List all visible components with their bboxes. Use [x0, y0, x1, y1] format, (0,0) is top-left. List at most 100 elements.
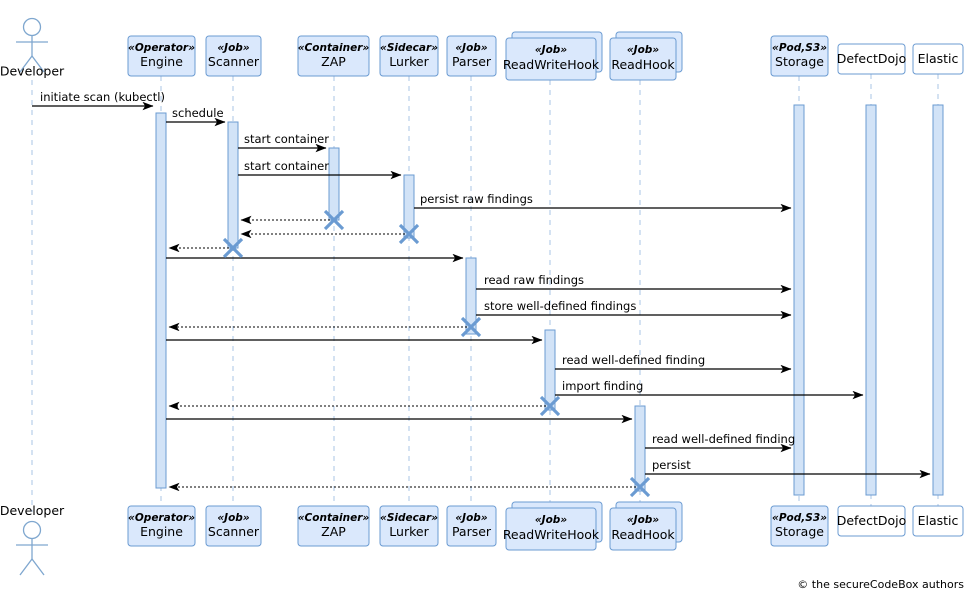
participant-readwritehook-top[interactable]: «Job» ReadWriteHook [503, 31, 603, 81]
participant-stereotype-engine-bottom: «Operator» [128, 512, 195, 524]
participant-storage-top[interactable]: «Pod,S3» Storage [770, 35, 829, 77]
participant-name-elastic-bottom: Elastic [918, 513, 959, 528]
messages: initiate scan (kubectl) schedule start c… [32, 90, 931, 492]
participant-stereotype-parser-top: «Job» [455, 42, 487, 54]
participant-elastic-top[interactable]: Elastic [912, 43, 964, 75]
participant-stereotype-readhook-bottom: «Job» [627, 514, 659, 526]
destroy-marker-scanner [222, 237, 244, 259]
participant-stereotype-lurker-top: «Sidecar» [380, 42, 438, 54]
participant-parser-bottom[interactable]: «Job» Parser [446, 505, 497, 547]
participant-lurker-bottom[interactable]: «Sidecar» Lurker [379, 505, 439, 547]
participant-parser-top[interactable]: «Job» Parser [446, 35, 497, 77]
message-label-initiate-scan: initiate scan (kubectl) [40, 90, 165, 104]
message-start-container-zap: start container [238, 132, 329, 153]
message-label-schedule: schedule [172, 106, 224, 120]
message-label-import-finding: import finding [562, 379, 643, 393]
participant-elastic-bottom[interactable]: Elastic [912, 505, 964, 537]
message-read-well-defined-finding-rh: read well-defined finding [645, 432, 795, 453]
participant-stereotype-readwritehook-bottom: «Job» [535, 514, 567, 526]
participant-stereotype-parser-bottom: «Job» [455, 512, 487, 524]
participant-name-readhook-bottom: ReadHook [611, 527, 675, 542]
activation-readhook [634, 405, 646, 492]
participant-name-readwritehook-top: ReadWriteHook [503, 57, 600, 72]
participant-stereotype-zap-top: «Container» [298, 42, 370, 54]
participant-name-zap-top: ZAP [321, 54, 346, 69]
participant-engine-top[interactable]: «Operator» Engine [127, 35, 196, 77]
participant-stereotype-zap-bottom: «Container» [298, 512, 370, 524]
participant-stereotype-lurker-bottom: «Sidecar» [380, 512, 438, 524]
participant-stereotype-storage-top: «Pod,S3» [772, 42, 827, 54]
message-label-persist-raw-findings: persist raw findings [420, 192, 533, 206]
participant-readwritehook-bottom[interactable]: «Job» ReadWriteHook [503, 501, 603, 551]
destroy-marker-zap [323, 209, 345, 231]
participant-name-zap-bottom: ZAP [321, 524, 346, 539]
participant-name-readhook-top: ReadHook [611, 57, 675, 72]
activation-lurker [403, 174, 415, 239]
message-start-container-lurker: start container [238, 159, 402, 180]
message-label-start-container-lurker: start container [244, 159, 329, 173]
message-label-read-raw-findings: read raw findings [484, 273, 584, 287]
participant-zap-bottom[interactable]: «Container» ZAP [297, 505, 370, 547]
destroy-marker-readhook [629, 476, 651, 498]
participant-stereotype-scanner-top: «Job» [217, 42, 249, 54]
message-read-well-defined-finding-rwh: read well-defined finding [555, 353, 792, 374]
actor-developer-top: Developer [0, 17, 65, 79]
participant-readhook-bottom[interactable]: «Job» ReadHook [609, 501, 683, 551]
activation-readwritehook [544, 329, 556, 411]
participant-stereotype-storage-bottom: «Pod,S3» [772, 512, 827, 524]
activation-storage [793, 104, 805, 496]
message-initiate-scan: initiate scan (kubectl) [32, 90, 165, 111]
message-store-well-defined-findings: store well-defined findings [476, 299, 792, 320]
participant-name-storage-bottom: Storage [775, 524, 824, 539]
participant-name-storage-top: Storage [775, 54, 824, 69]
message-persist-raw-findings: persist raw findings [414, 192, 792, 213]
activation-elastic [932, 104, 944, 496]
actor-label-top: Developer [0, 64, 65, 79]
participant-name-parser-top: Parser [452, 54, 492, 69]
participant-name-defectdojo-bottom: DefectDojo [837, 513, 907, 528]
participant-lurker-top[interactable]: «Sidecar» Lurker [379, 35, 439, 77]
participant-stereotype-readwritehook-top: «Job» [535, 44, 567, 56]
participant-stereotype-readhook-top: «Job» [627, 44, 659, 56]
destroy-marker-parser [460, 316, 482, 338]
participant-scanner-top[interactable]: «Job» Scanner [205, 35, 262, 77]
participant-defectdojo-bottom[interactable]: DefectDojo [837, 505, 907, 537]
participant-name-defectdojo-top: DefectDojo [837, 51, 907, 66]
participant-zap-top[interactable]: «Container» ZAP [297, 35, 370, 77]
message-label-persist: persist [652, 458, 691, 472]
actor-label-bottom: Developer [0, 503, 65, 518]
activation-scanner [227, 121, 239, 249]
message-persist: persist [645, 458, 931, 479]
participant-name-elastic-top: Elastic [918, 51, 959, 66]
participant-name-scanner-top: Scanner [208, 54, 260, 69]
participant-name-readwritehook-bottom: ReadWriteHook [503, 527, 600, 542]
participant-name-lurker-bottom: Lurker [389, 524, 429, 539]
destroy-markers [222, 209, 651, 498]
participant-name-engine-bottom: Engine [140, 524, 183, 539]
participant-scanner-bottom[interactable]: «Job» Scanner [205, 505, 262, 547]
participant-stereotype-engine-top: «Operator» [128, 42, 195, 54]
participant-engine-bottom[interactable]: «Operator» Engine [127, 505, 196, 547]
participant-boxes-top: «Operator» Engine «Job» Scanner «Contain… [127, 31, 964, 81]
message-import-finding: import finding [555, 379, 864, 400]
participant-defectdojo-top[interactable]: DefectDojo [837, 43, 907, 75]
message-label-read-well-defined-finding-rh: read well-defined finding [652, 432, 795, 446]
activation-parser [465, 257, 477, 335]
participant-name-lurker-top: Lurker [389, 54, 429, 69]
participant-readhook-top[interactable]: «Job» ReadHook [609, 31, 683, 81]
destroy-marker-lurker [398, 223, 420, 245]
activation-defectdojo [865, 104, 877, 496]
message-label-store-well-defined-findings: store well-defined findings [484, 299, 636, 313]
activation-engine [155, 112, 167, 489]
participant-stereotype-scanner-bottom: «Job» [217, 512, 249, 524]
actor-developer-bottom: Developer [0, 503, 65, 576]
message-schedule: schedule [166, 106, 226, 127]
activation-zap [328, 147, 340, 221]
footer-copyright: © the secureCodeBox authors [797, 578, 964, 591]
participant-storage-bottom[interactable]: «Pod,S3» Storage [770, 505, 829, 547]
participant-name-scanner-bottom: Scanner [208, 524, 260, 539]
destroy-marker-readwritehook [539, 395, 561, 417]
participant-name-parser-bottom: Parser [452, 524, 492, 539]
